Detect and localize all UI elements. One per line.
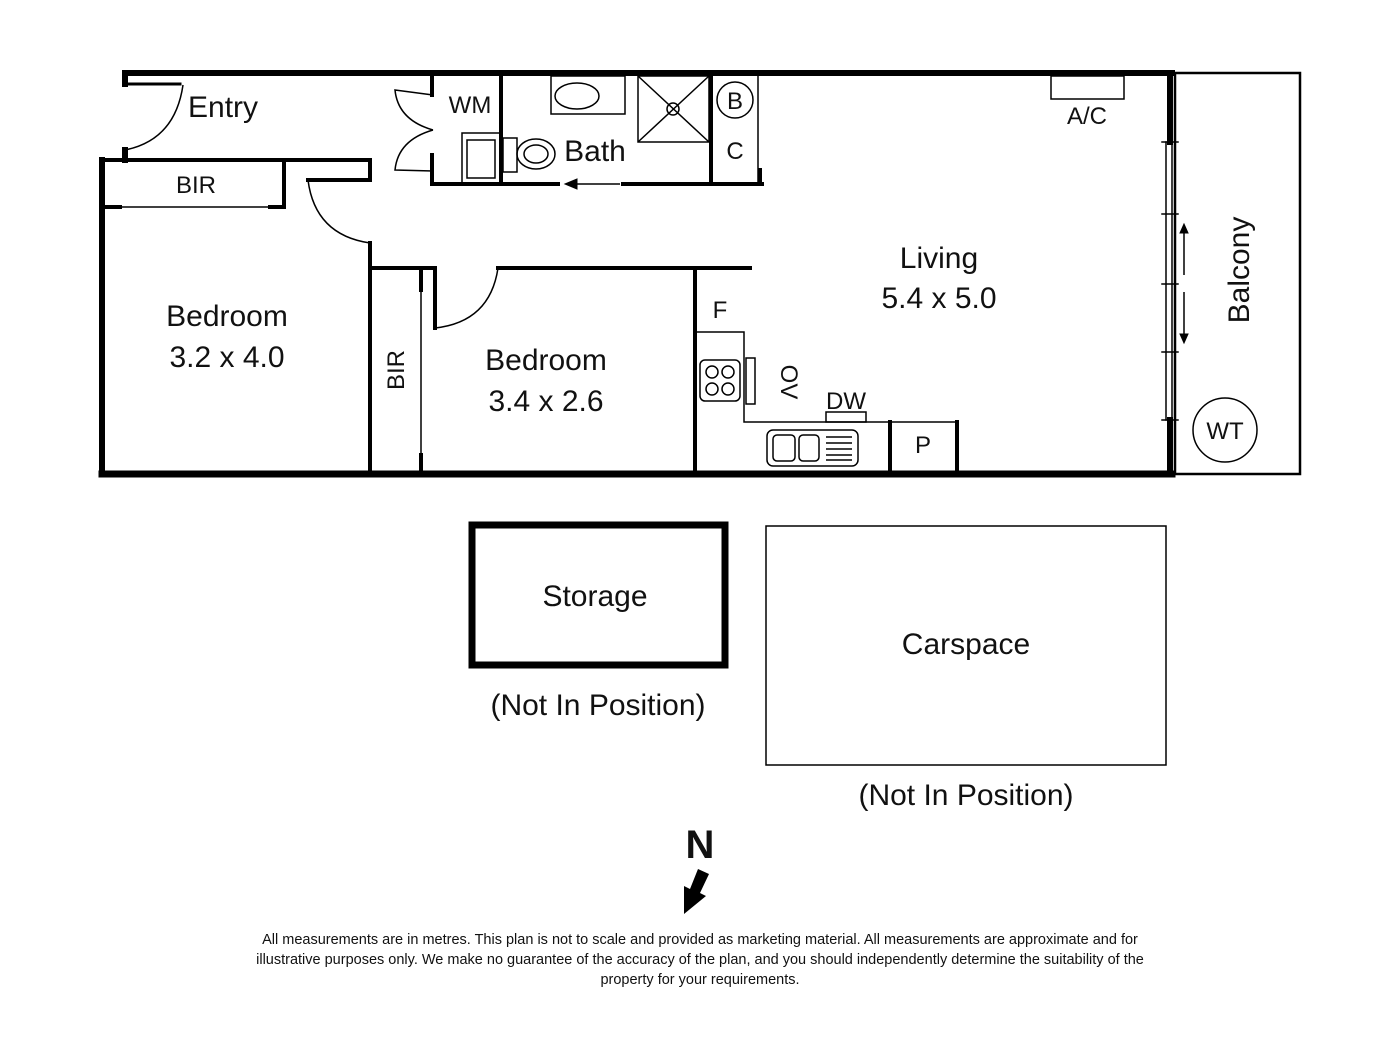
arrows bbox=[563, 178, 1189, 345]
ac-label: A/C bbox=[1067, 103, 1107, 130]
wm-label: WM bbox=[449, 92, 492, 119]
storage-label: Storage bbox=[542, 580, 647, 613]
boiler-circle bbox=[716, 81, 754, 119]
living-size: 5.4 x 5.0 bbox=[881, 282, 996, 315]
carspace-note: (Not In Position) bbox=[858, 779, 1073, 812]
doors bbox=[124, 84, 499, 329]
walls bbox=[98, 70, 1179, 478]
carspace-label: Carspace bbox=[902, 628, 1030, 661]
living-label: Living bbox=[900, 242, 978, 275]
water-tank-label: WT bbox=[1206, 418, 1244, 445]
room-labels: Entry WM Bath B C A/C BIR Bedroom 3.2 x … bbox=[166, 88, 1256, 812]
dishwasher-label: DW bbox=[826, 388, 866, 415]
north-arrow-icon bbox=[684, 869, 709, 914]
disclaimer-text: All measurements are in metres. This pla… bbox=[256, 932, 1144, 988]
bath-label: Bath bbox=[564, 135, 626, 168]
bedroom1-label: Bedroom bbox=[166, 300, 288, 333]
oven-label: OV bbox=[775, 365, 802, 400]
bir1-label: BIR bbox=[176, 172, 216, 199]
bedroom1-size: 3.2 x 4.0 bbox=[169, 341, 284, 374]
fridge-label: F bbox=[713, 297, 728, 324]
cupboard-label: C bbox=[726, 138, 743, 165]
boiler-label: B bbox=[727, 88, 743, 115]
storage-note: (Not In Position) bbox=[490, 689, 705, 722]
bir2-label: BIR bbox=[383, 350, 410, 390]
fixtures bbox=[461, 71, 1302, 766]
entry-label: Entry bbox=[188, 91, 258, 124]
north-label: N bbox=[686, 823, 715, 867]
balcony-label: Balcony bbox=[1223, 217, 1256, 324]
bedroom2-label: Bedroom bbox=[485, 344, 607, 377]
pantry-label: P bbox=[915, 432, 931, 459]
compass: N bbox=[684, 823, 714, 914]
bedroom2-size: 3.4 x 2.6 bbox=[488, 385, 603, 418]
